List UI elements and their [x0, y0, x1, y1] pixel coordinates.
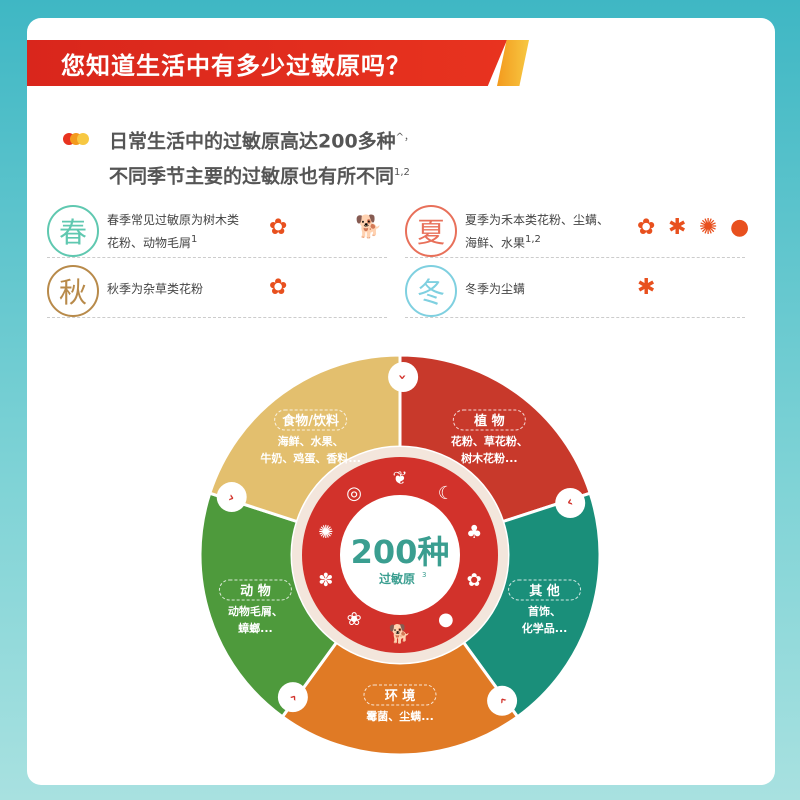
sup: ^， [395, 132, 415, 143]
segment-examples: 化学品... [522, 621, 568, 635]
arrow-button [277, 682, 308, 713]
chevron-icon: › [565, 494, 575, 511]
allergen-icon: ✿ [467, 570, 482, 591]
season-line: 花粉、动物毛屑 [107, 236, 192, 250]
flower-icon: ✿ [269, 215, 288, 240]
allergen-icon: ✽ [318, 570, 333, 591]
season-badge: 夏 [405, 205, 457, 257]
season-line: 冬季为尘螨 [465, 282, 526, 296]
season-text: 春季常见过敏原为树木类花粉、动物毛屑1 [107, 211, 239, 253]
arrow-button [216, 482, 247, 513]
season-badge: 春 [47, 205, 99, 257]
chevron-icon: › [394, 374, 410, 380]
season-text: 冬季为尘螨 [465, 280, 525, 299]
season-line: 秋季为杂草类花粉 [107, 282, 204, 296]
segment-title: 环 境 [385, 688, 416, 704]
segment-label-frame [508, 579, 582, 601]
season-line: 海鲜、水果 [465, 236, 526, 250]
intro-line-2: 不同季节主要的过敏原也有所不同 [109, 165, 395, 188]
allergen-icon: ● [438, 609, 454, 630]
mite-icon: ✱ [637, 275, 656, 300]
crab-icon: ✺ [699, 215, 718, 240]
segment-title: 动 物 [240, 583, 271, 599]
season-row: 春 春季常见过敏原为树木类花粉、动物毛屑1 ✿ 🐕 [47, 201, 387, 258]
segment-examples: 树木花粉... [461, 451, 518, 465]
segment-examples: 首饰、 [528, 604, 561, 618]
segment-examples: 蟑螂... [238, 621, 273, 635]
center-value: 200种 [351, 533, 450, 571]
segment-label-frame [363, 684, 437, 706]
segment-examples: 牛奶、鸡蛋、香料... [260, 451, 361, 465]
allergen-wheel: ›››››植 物花粉、草花粉、树木花粉...其 他首饰、化学品...环 境霉菌、… [198, 353, 602, 757]
season-row: 冬 冬季为尘螨 ✱ [405, 261, 745, 318]
season-line: 夏季为禾本类花粉、尘螨、 [465, 213, 610, 227]
dog-icon: 🐕 [355, 215, 383, 240]
sup: 1,2 [525, 234, 541, 245]
arrow-button [388, 362, 419, 393]
season-row: 夏 夏季为禾本类花粉、尘螨、海鲜、水果1,2 ✿ ✱ ✺ ● [405, 201, 749, 258]
bullet-dots-icon [63, 130, 89, 149]
allergen-icon: ❦ [392, 468, 407, 489]
title-banner [27, 40, 507, 86]
segment-label-frame [218, 579, 292, 601]
page-title: 您知道生活中有多少过敏原吗？ [61, 52, 411, 80]
center-label: 过敏原 [379, 571, 415, 586]
segment-examples: 霉菌、尘螨... [366, 709, 434, 723]
allergen-icon: ❀ [347, 609, 362, 630]
mite-icon: ✱ [668, 215, 687, 240]
sup: 1,2 [394, 167, 410, 179]
infographic-card: 您知道生活中有多少过敏原吗？ 日常生活中的过敏原高达200多种^， 不同季节主要… [27, 18, 775, 785]
allergen-icon: ☾ [438, 483, 454, 504]
flower-icon: ✿ [269, 275, 288, 300]
segment-examples: 动物毛屑、 [228, 604, 283, 618]
segment-examples: 海鲜、水果、 [278, 434, 344, 448]
allergen-icon: ✺ [318, 522, 333, 543]
sup: 1 [191, 234, 198, 245]
allergen-icon: 🐕 [389, 623, 411, 645]
intro-text: 日常生活中的过敏原高达200多种^， 不同季节主要的过敏原也有所不同1,2 [109, 122, 414, 193]
segment-title: 植 物 [473, 413, 505, 429]
segment-label-frame [452, 409, 526, 431]
intro-line-1: 日常生活中的过敏原高达200多种 [109, 130, 396, 153]
season-badge: 冬 [405, 265, 457, 317]
allergen-icon: ♣ [466, 522, 482, 543]
season-line: 春季常见过敏原为树木类 [107, 213, 240, 227]
season-badge: 秋 [47, 265, 99, 317]
segment-title: 食物/饮料 [282, 413, 339, 429]
season-row: 秋 秋季为杂草类花粉 ✿ [47, 261, 387, 318]
mango-icon: ● [730, 215, 750, 240]
allergen-icon: ◎ [346, 483, 362, 504]
wheel-center [340, 495, 460, 615]
segment-examples: 花粉、草花粉、 [451, 434, 528, 448]
flower-icon: ✿ [637, 215, 656, 240]
chevron-icon: › [226, 489, 236, 506]
arrow-button [555, 487, 586, 518]
segment-title: 其 他 [529, 583, 560, 599]
season-text: 夏季为禾本类花粉、尘螨、海鲜、水果1,2 [465, 211, 609, 253]
center-sup: 3 [422, 571, 426, 579]
season-text: 秋季为杂草类花粉 [107, 280, 203, 299]
arrow-button [487, 685, 518, 716]
segment-label-frame [274, 409, 348, 431]
